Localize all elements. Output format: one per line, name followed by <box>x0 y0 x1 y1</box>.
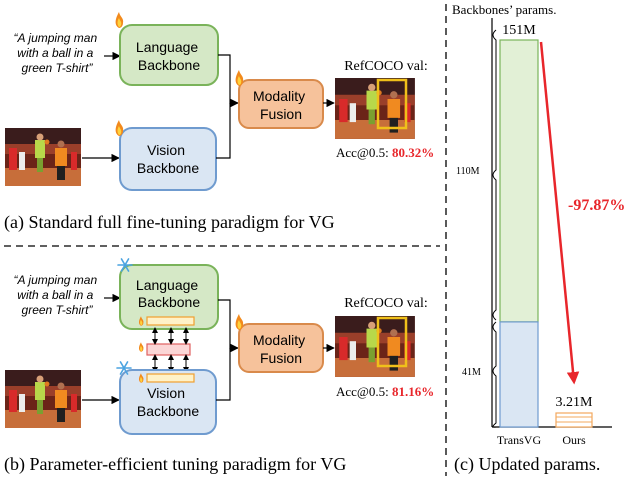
language-backbone-a <box>119 24 219 86</box>
tick-label-upper: 110M <box>456 166 480 177</box>
bar-transvg-language <box>499 39 539 323</box>
caption-a: (a) Standard full fine-tuning paradigm f… <box>4 212 335 233</box>
trainable-flame-icon <box>115 120 124 136</box>
chart-title: Backbones’ params. <box>452 2 556 17</box>
language-backbone-label-a: Language Backbone <box>136 39 202 73</box>
arrow-language-to-fusion-b <box>218 299 239 353</box>
query-text-b: “A jumping man with a ball in a green T-… <box>14 273 101 317</box>
reduction-arrow <box>539 41 580 385</box>
total-label-transvg: 151M <box>502 23 536 38</box>
arrow-vision-to-fusion-a <box>216 103 231 159</box>
tick-label-lower: 41M <box>462 367 481 378</box>
panel-c: Backbones’ params. 110M 41M 151M 3.21M -… <box>452 2 625 475</box>
total-label-ours: 3.21M <box>556 395 594 410</box>
accuracy-b: Acc@0.5: 81.16% <box>336 384 434 399</box>
arrow-vision-to-fusion-b <box>216 348 231 401</box>
panel-b: “A jumping man with a ball in a green T-… <box>4 258 434 475</box>
language-backbone-label-b: Language Backbone <box>136 277 202 310</box>
vision-backbone-a <box>119 127 217 191</box>
adapter-bridge <box>146 343 191 356</box>
arrow-language-to-fusion-a <box>218 54 239 108</box>
input-image-b <box>5 370 81 428</box>
trainable-flame-icon <box>115 12 124 28</box>
category-label-transvg: TransVG <box>497 433 542 447</box>
bracket-lower <box>492 321 497 428</box>
result-title-b: RefCOCO val: <box>344 296 428 311</box>
adapter-language <box>146 316 195 326</box>
result-title-a: RefCOCO val: <box>344 59 428 74</box>
vision-backbone-b <box>119 369 217 435</box>
trainable-flame-icon <box>235 314 244 330</box>
panel-a: “A jumping man with a ball in a green T-… <box>4 12 434 233</box>
caption-c: (c) Updated params. <box>454 454 600 475</box>
modality-fusion-label-a: Modality Fusion <box>253 88 309 122</box>
predicted-box-b <box>376 316 408 368</box>
bar-transvg-vision <box>499 321 539 428</box>
input-image-a <box>5 128 81 186</box>
modality-fusion-a <box>238 79 324 129</box>
query-text-a: “A jumping man with a ball in a green T-… <box>14 31 101 75</box>
trainable-flame-icon <box>235 70 244 86</box>
bracket-upper <box>492 29 497 321</box>
vision-backbone-label-b: Vision Backbone <box>137 385 199 419</box>
trainable-flame-icon <box>138 342 144 352</box>
predicted-box-a <box>376 78 408 130</box>
bar-ours <box>555 412 593 428</box>
result-image-b <box>335 316 415 377</box>
category-label-ours: Ours <box>562 433 586 447</box>
vision-backbone-label-a: Vision Backbone <box>137 142 199 176</box>
caption-b: (b) Parameter-efficient tuning paradigm … <box>4 454 346 475</box>
result-image-a <box>335 78 415 139</box>
adapter-vision <box>146 373 195 383</box>
reduction-label: -97.87% <box>568 197 625 214</box>
modality-fusion-label-b: Modality Fusion <box>253 332 309 366</box>
accuracy-a: Acc@0.5: 80.32% <box>336 145 434 160</box>
